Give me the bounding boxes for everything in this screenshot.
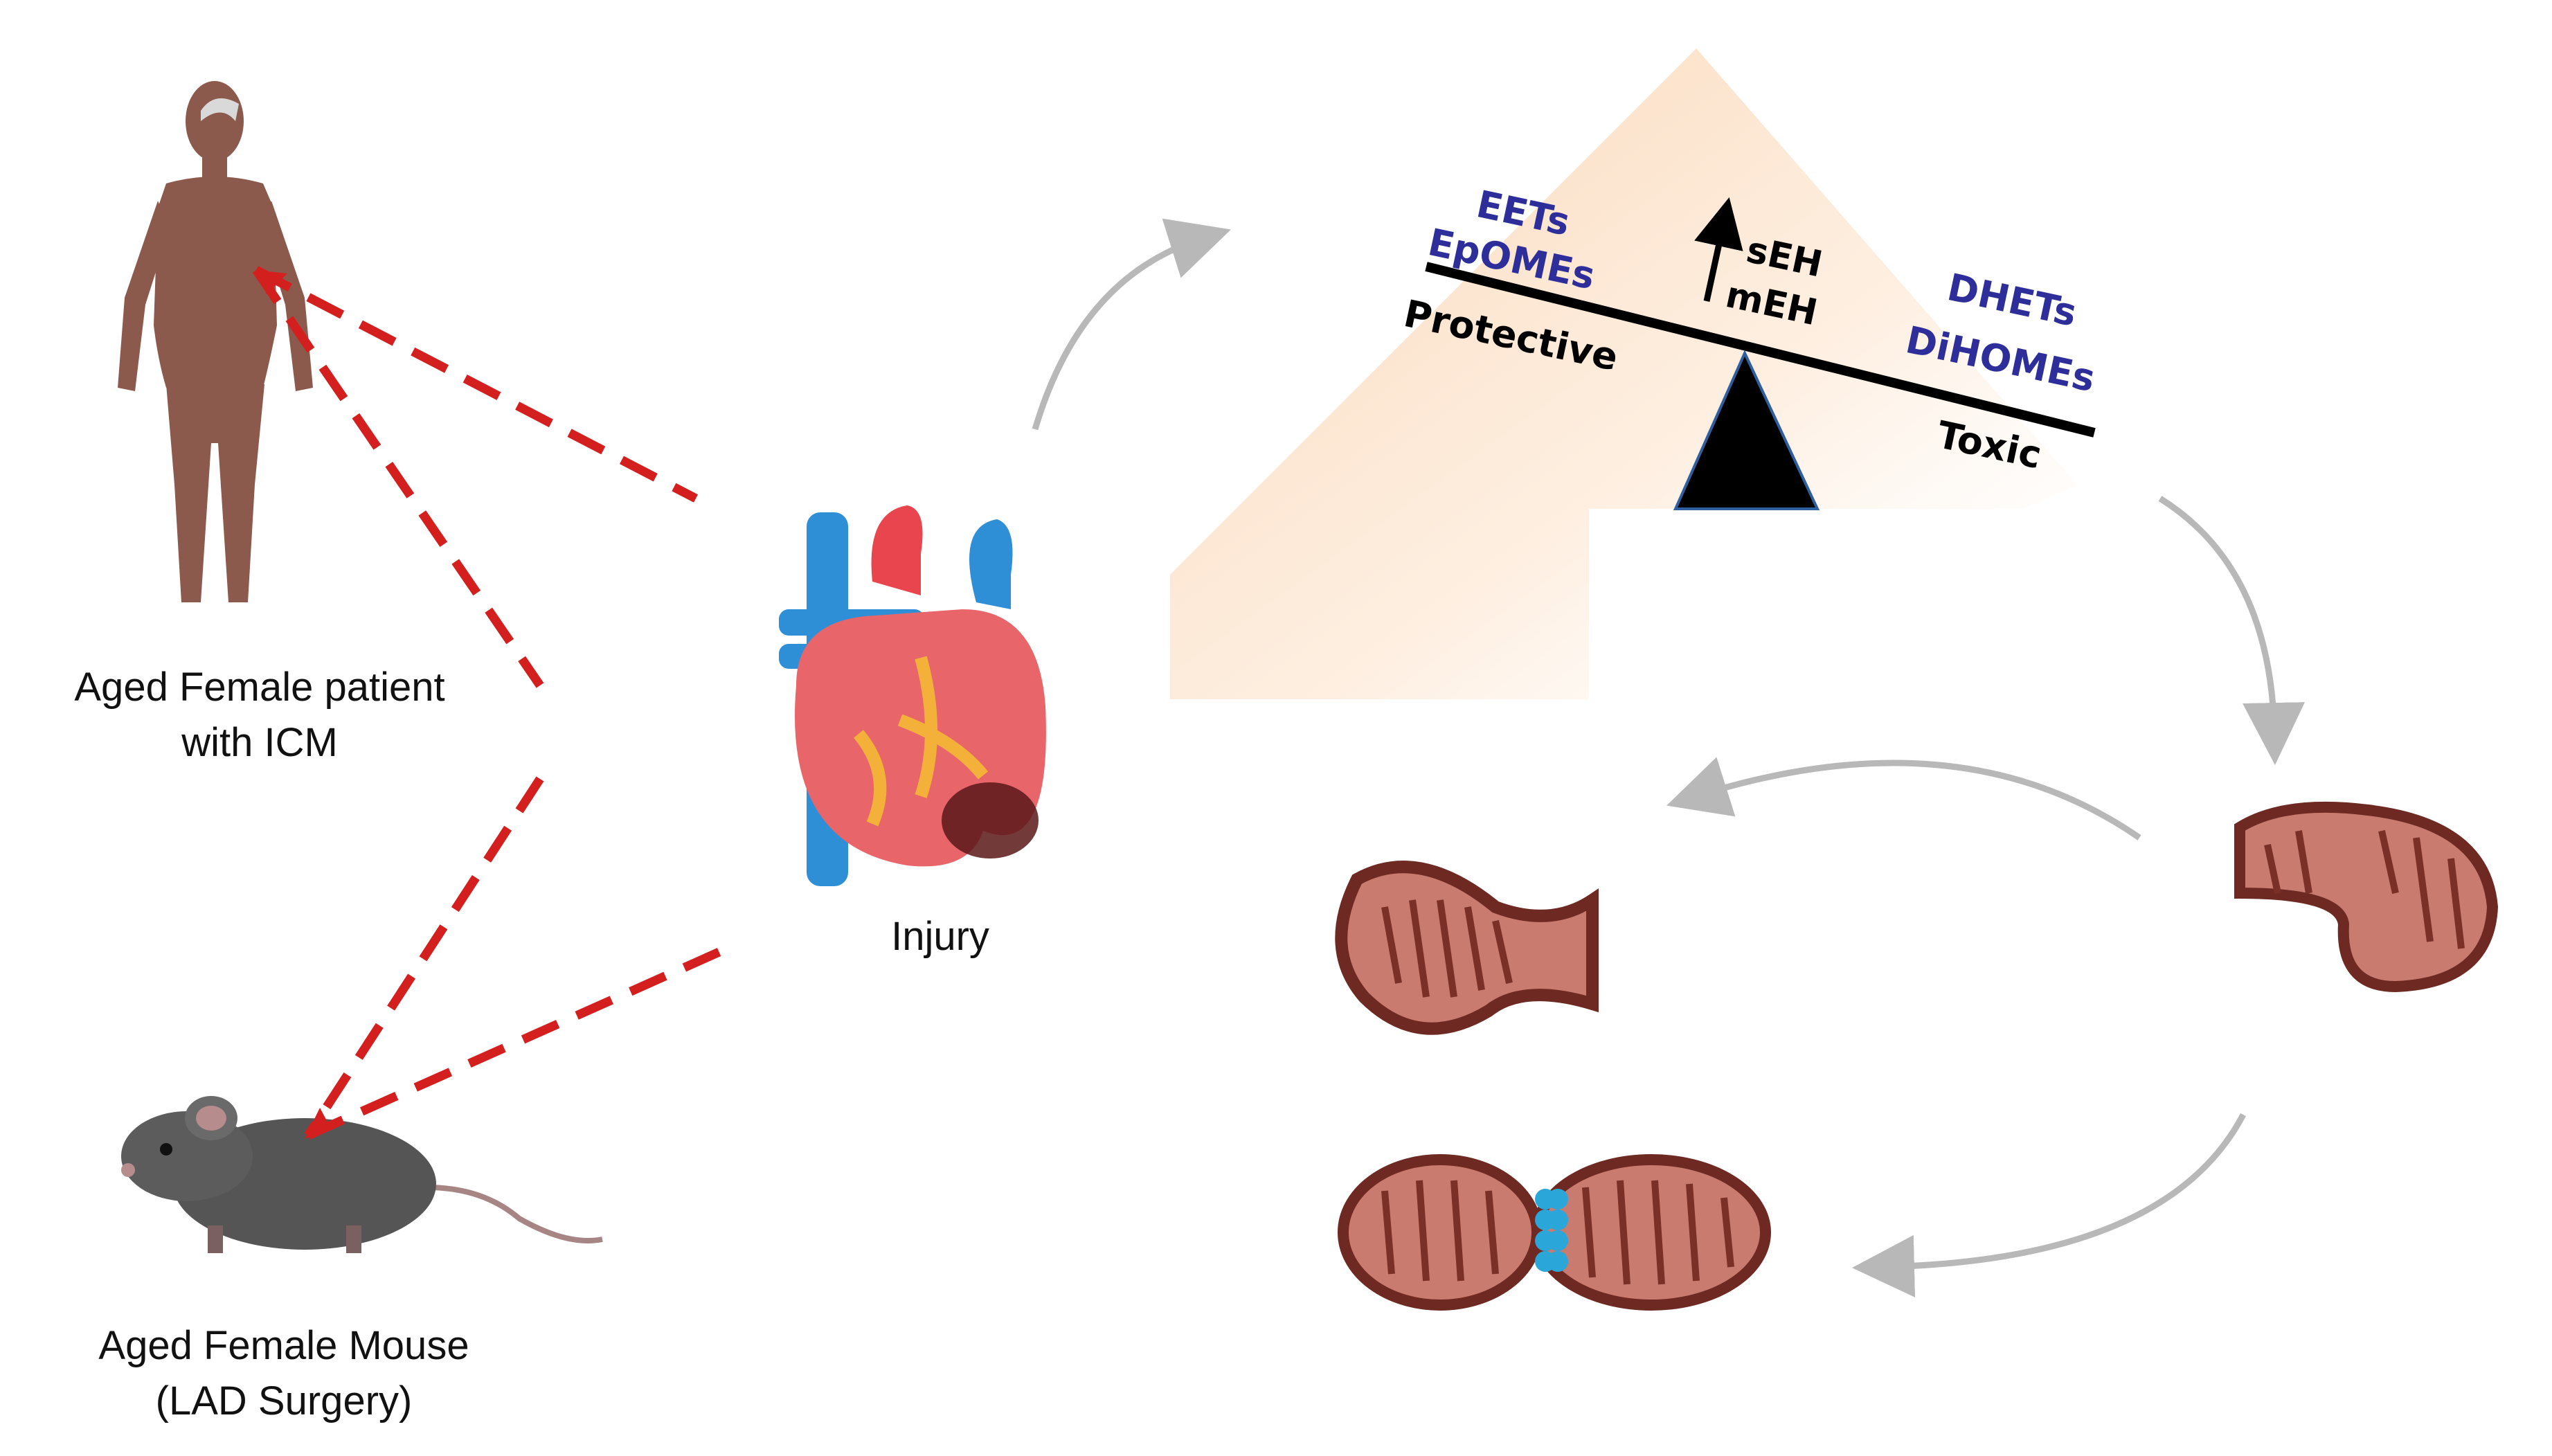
arrow-to-fission-mito (1852, 1113, 2246, 1297)
red-arrowhead (305, 1108, 331, 1139)
fission-mitochondria-icon (1338, 1154, 1771, 1311)
fission-constriction-ring (1535, 1189, 1568, 1272)
heart-icon (779, 505, 1046, 886)
healthy-mitochondrion-icon (2234, 801, 2499, 993)
increase-arrow-icon (1694, 197, 1743, 302)
mouse-label-line1: Aged Female Mouse (98, 1323, 469, 1368)
mouse-label-line2: (LAD Surgery) (156, 1378, 413, 1423)
red-dashed-connectors (252, 266, 729, 1140)
fragmented-mitochondria-icon (1335, 861, 1599, 1035)
balance-fulcrum (1673, 350, 1820, 510)
balance-beam (1425, 262, 2096, 438)
white-panel (1589, 509, 2240, 1007)
mouse-icon (121, 1096, 603, 1253)
arrow-heart-to-balance (1032, 218, 1231, 431)
patient-label-line2: with ICM (181, 720, 338, 765)
arrow-to-fragmented-mito (1666, 757, 2141, 841)
red-arrowhead (256, 270, 287, 294)
patient-label-line1: Aged Female patient (74, 665, 444, 710)
arrow-balance-to-mito (2158, 496, 2306, 765)
metabolite-dhets: DHETs (1943, 265, 2081, 335)
human-figure-icon (118, 81, 313, 602)
cycle-arrows (1032, 218, 2306, 1297)
injury-label: Injury (891, 914, 989, 959)
balance-scale (1425, 197, 2096, 510)
